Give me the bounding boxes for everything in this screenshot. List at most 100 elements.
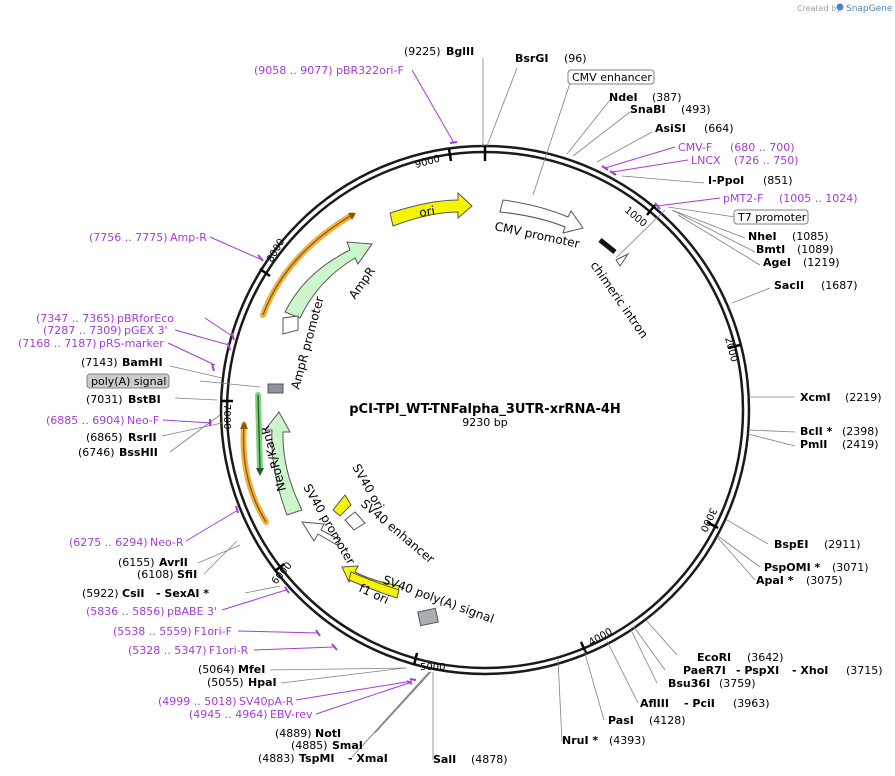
enzyme-i-ppoi[interactable]: I-PpoI xyxy=(708,174,744,187)
primer-range-pbr322ori-f: (9058 .. 9077) xyxy=(254,64,333,77)
primer-range-pbrforeco: (7347 .. 7365) xyxy=(36,312,115,325)
enzyme-bmti[interactable]: BmtI xyxy=(756,243,785,256)
polya-signal-box[interactable] xyxy=(86,373,170,389)
ampr-promoter-feature[interactable] xyxy=(282,315,299,335)
enzyme-apai[interactable]: ApaI * xyxy=(756,574,794,587)
enzyme-pos-afliii: (3963) xyxy=(733,697,770,710)
enzyme-pos-i-ppoi: (851) xyxy=(763,174,793,187)
enzyme-pspxi[interactable]: - PspXI xyxy=(736,664,779,677)
cmv-enhancer-box[interactable] xyxy=(567,69,655,85)
enzyme-pos-sfii: (6108) xyxy=(137,568,174,581)
enzyme-afliii[interactable]: AflIII xyxy=(640,697,669,710)
enzyme-xcmi[interactable]: XcmI xyxy=(800,391,831,404)
enzyme-nrui[interactable]: NruI * xyxy=(562,734,598,747)
enzyme-ndei[interactable]: NdeI xyxy=(609,91,638,104)
primer-ebv-rev[interactable]: EBV-rev xyxy=(270,708,313,721)
enzyme-nhei[interactable]: NheI xyxy=(748,230,777,243)
sv40-enhancer-label: SV40 enhancer xyxy=(358,497,437,567)
primer-range-sv40pa-r: (4999 .. 5018) xyxy=(158,695,237,708)
primer-lines xyxy=(162,69,721,715)
enzyme-bsu36i[interactable]: Bsu36I xyxy=(668,677,710,690)
enzyme-sacii[interactable]: SacII xyxy=(774,279,804,292)
enzyme-xmai[interactable]: - XmaI xyxy=(348,752,388,765)
enzyme-pos-bcli: (2398) xyxy=(842,425,879,438)
primer-lncx[interactable]: LNCX xyxy=(691,154,721,167)
enzyme-sali[interactable]: SalI xyxy=(433,753,456,766)
tick-label-2000: 2000 xyxy=(722,336,739,363)
primer-f1ori-f[interactable]: F1ori-F xyxy=(194,625,232,638)
cmv-promoter-feature[interactable] xyxy=(499,199,584,234)
enzyme-xhoi[interactable]: - XhoI xyxy=(792,664,828,677)
primer-range-pbabe3: (5836 .. 5856) xyxy=(86,605,165,618)
brand-text: SnapGene xyxy=(846,4,893,14)
primer-f1ori-r[interactable]: F1ori-R xyxy=(209,644,249,657)
chimeric-intron-arrow xyxy=(615,252,630,267)
enzyme-bglii[interactable]: BglII xyxy=(446,45,474,58)
polya-feature[interactable] xyxy=(267,383,284,394)
enzyme-bspei[interactable]: BspEI xyxy=(774,538,808,551)
enzyme-ecori[interactable]: EcoRI xyxy=(697,651,731,664)
enzyme-sfii[interactable]: SfiI xyxy=(177,568,197,581)
sv40-polya-feature[interactable] xyxy=(417,607,439,627)
enzyme-mfei[interactable]: MfeI xyxy=(238,663,265,676)
enzyme-bsrgi[interactable]: BsrGI xyxy=(515,52,548,65)
enzyme-pos-ndei: (387) xyxy=(652,91,682,104)
enzyme-agei[interactable]: AgeI xyxy=(763,256,791,269)
tick-label-4000: 4000 xyxy=(587,626,615,648)
tick-9000 xyxy=(447,148,453,162)
primer-cmv-f[interactable]: CMV-F xyxy=(678,141,712,154)
chimeric-intron-feature[interactable] xyxy=(598,238,617,254)
enzyme-pos-bmti: (1089) xyxy=(797,243,834,256)
enzyme-hpai[interactable]: HpaI xyxy=(248,676,277,689)
enzyme-snabi[interactable]: SnaBI xyxy=(630,103,666,116)
enzyme-pos-avrii: (6155) xyxy=(118,556,155,569)
primer-pbabe3[interactable]: pBABE 3' xyxy=(167,605,217,618)
sv40-ori-feature[interactable] xyxy=(332,494,352,517)
enzyme-pspomi[interactable]: PspOMI * xyxy=(764,561,821,574)
enzyme-paer7i[interactable]: PaeR7I xyxy=(683,664,726,677)
sv40-enhancer-feature[interactable] xyxy=(344,511,366,531)
primer-sv40pa-r[interactable]: SV40pA-R xyxy=(239,695,294,708)
primer-range-cmv-f: (680 .. 700) xyxy=(730,141,795,154)
tick-6000 xyxy=(274,563,285,572)
tick-label-9000: 9000 xyxy=(414,154,441,171)
enzyme-sexai[interactable]: - SexAI * xyxy=(156,587,209,600)
sv40-promoter-feature[interactable] xyxy=(301,521,341,546)
primer-pmt2-f[interactable]: pMT2-F xyxy=(723,192,764,205)
enzyme-pos-csii: (5922) xyxy=(82,587,119,600)
enzyme-bcli[interactable]: BclI * xyxy=(800,425,833,438)
t7-promoter-box[interactable] xyxy=(733,209,809,225)
neor-feature[interactable] xyxy=(263,411,303,516)
primer-amp-r[interactable]: Amp-R xyxy=(170,231,207,244)
enzyme-noti[interactable]: NotI xyxy=(315,727,341,740)
polya-signal-label: poly(A) signal xyxy=(91,375,166,388)
f1-ori-body xyxy=(348,571,400,599)
enzyme-bsshii[interactable]: BssHII xyxy=(119,446,158,459)
enzyme-tspmi[interactable]: TspMI xyxy=(299,752,335,765)
ampr-feature[interactable] xyxy=(284,241,373,319)
ori-feature[interactable] xyxy=(389,191,473,227)
enzyme-bstbi[interactable]: BstBI xyxy=(128,393,161,406)
enzyme-bamhi[interactable]: BamHI xyxy=(122,356,163,369)
primer-prs-marker[interactable]: pRS-marker xyxy=(99,337,164,350)
enzyme-smai[interactable]: SmaI xyxy=(332,739,363,752)
enzyme-pcii[interactable]: - PciI xyxy=(684,697,715,710)
primer-pbrforeco[interactable]: pBRforEco xyxy=(117,312,174,325)
credit-text: Created by xyxy=(797,4,841,13)
enzyme-pos-snabi: (493) xyxy=(681,103,711,116)
enzyme-avrii[interactable]: AvrII xyxy=(159,556,188,569)
enzyme-pos-apai: (3075) xyxy=(806,574,843,587)
primer-pbr322ori-f[interactable]: pBR322ori-F xyxy=(336,64,404,77)
primer-pgex3[interactable]: pGEX 3' xyxy=(124,324,168,337)
enzyme-pmli[interactable]: PmlI xyxy=(800,438,827,451)
enzyme-csii[interactable]: CsiI xyxy=(122,587,144,600)
enzyme-rsrii[interactable]: RsrII xyxy=(128,431,157,444)
primer-markers xyxy=(209,141,661,685)
enzyme-pos-bsrgi: (96) xyxy=(564,52,587,65)
enzyme-pos-pasi: (4128) xyxy=(649,714,686,727)
primer-neo-f[interactable]: Neo-F xyxy=(127,414,159,427)
enzyme-asisi[interactable]: AsiSI xyxy=(655,122,686,135)
enzyme-pos-nrui: (4393) xyxy=(609,734,646,747)
enzyme-pasi[interactable]: PasI xyxy=(608,714,634,727)
primer-neo-r[interactable]: Neo-R xyxy=(150,536,184,549)
